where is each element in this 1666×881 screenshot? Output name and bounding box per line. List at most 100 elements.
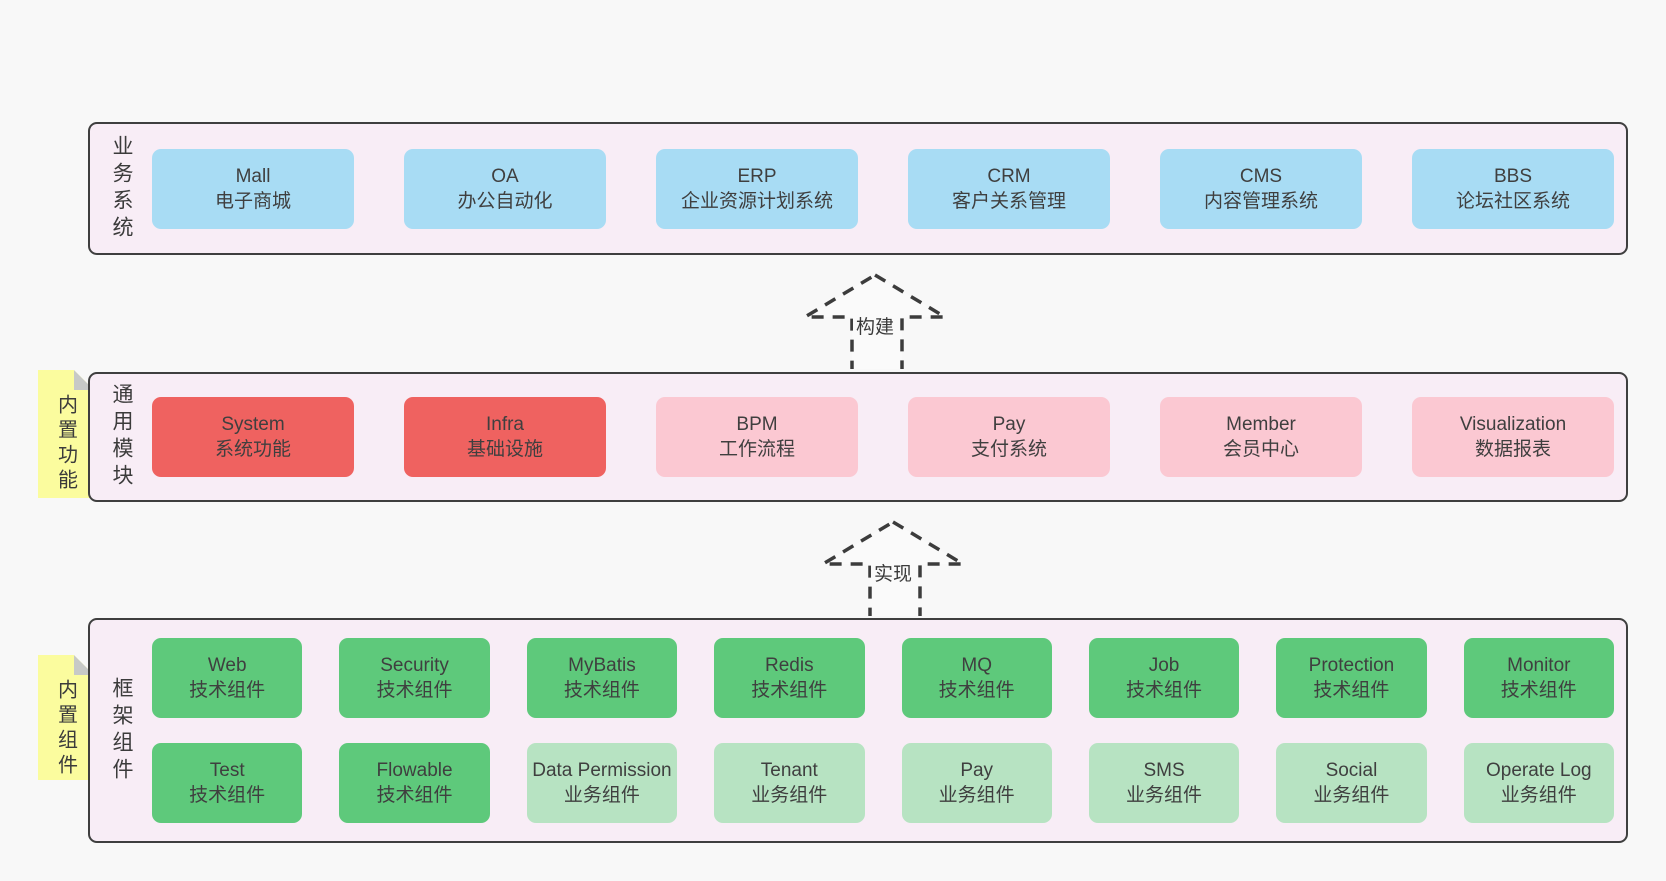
box-subtitle: 技术组件 bbox=[1500, 680, 1577, 701]
component-box-pay: Pay 业务组件 bbox=[901, 743, 1052, 823]
component-box-security: Security 技术组件 bbox=[339, 638, 490, 718]
layer-business-systems: 业务系统 Mall 电子商城 OA 办公自动化 ERP 企业资源计划系统 CRM… bbox=[88, 122, 1628, 255]
component-box-web: Web 技术组件 bbox=[152, 638, 303, 718]
component-box-data-permission: Data Permission 业务组件 bbox=[526, 743, 678, 823]
box-subtitle: 基础设施 bbox=[466, 439, 543, 460]
box-title: MyBatis bbox=[568, 655, 636, 676]
component-box-flowable: Flowable 技术组件 bbox=[339, 743, 490, 823]
box-title: Test bbox=[209, 760, 245, 781]
component-box-protection: Protection 技术组件 bbox=[1276, 638, 1427, 718]
component-box-mybatis: MyBatis 技术组件 bbox=[526, 638, 678, 718]
module-box-system: System 系统功能 bbox=[152, 397, 354, 477]
box-subtitle: 数据报表 bbox=[1474, 439, 1551, 460]
business-box-oa: OA 办公自动化 bbox=[404, 148, 606, 229]
box-title: Visualization bbox=[1459, 414, 1567, 435]
business-box-bbs: BBS 论坛社区系统 bbox=[1412, 148, 1614, 229]
module-box-member: Member 会员中心 bbox=[1160, 397, 1362, 477]
box-title: Social bbox=[1325, 760, 1378, 781]
box-subtitle: 技术组件 bbox=[189, 680, 266, 701]
component-box-sms: SMS 业务组件 bbox=[1088, 743, 1240, 823]
box-subtitle: 支付系统 bbox=[970, 439, 1047, 460]
layer-label-business: 业务系统 bbox=[110, 134, 133, 243]
layer-label-modules: 通用模块 bbox=[110, 383, 133, 491]
module-box-bpm: BPM 工作流程 bbox=[656, 397, 858, 477]
box-title: BBS bbox=[1493, 165, 1533, 187]
box-title: SMS bbox=[1143, 760, 1185, 781]
box-title: Operate Log bbox=[1485, 760, 1592, 781]
module-boxes: System 系统功能 Infra 基础设施 BPM 工作流程 Pay 支付系统… bbox=[152, 374, 1626, 500]
component-box-social: Social 业务组件 bbox=[1276, 743, 1427, 823]
box-title: Security bbox=[380, 655, 449, 676]
box-title: BPM bbox=[736, 414, 778, 435]
box-subtitle: 企业资源计划系统 bbox=[680, 190, 833, 212]
box-subtitle: 技术组件 bbox=[563, 680, 640, 701]
box-title: OA bbox=[491, 165, 519, 187]
note-text: 内置功能 bbox=[54, 394, 77, 494]
business-box-cms: CMS 内容管理系统 bbox=[1160, 148, 1362, 229]
module-box-infra: Infra 基础设施 bbox=[404, 397, 606, 477]
component-row-2: Test 技术组件 Flowable 技术组件 Data Permission … bbox=[152, 743, 1614, 823]
box-subtitle: 技术组件 bbox=[751, 680, 828, 701]
note-built-in-components: 内置组件 bbox=[38, 655, 94, 780]
box-subtitle: 技术组件 bbox=[376, 785, 453, 806]
box-title: Tenant bbox=[760, 760, 818, 781]
box-subtitle: 系统功能 bbox=[214, 439, 291, 460]
box-title: ERP bbox=[737, 165, 777, 187]
component-rows: Web 技术组件 Security 技术组件 MyBatis 技术组件 Redi… bbox=[152, 620, 1626, 841]
component-box-job: Job 技术组件 bbox=[1088, 638, 1240, 718]
box-title: Web bbox=[207, 655, 247, 676]
component-box-tenant: Tenant 业务组件 bbox=[714, 743, 865, 823]
box-subtitle: 业务组件 bbox=[1500, 785, 1577, 806]
box-title: Job bbox=[1148, 655, 1180, 676]
box-subtitle: 业务组件 bbox=[938, 785, 1015, 806]
box-subtitle: 业务组件 bbox=[1126, 785, 1203, 806]
implement-arrow: 实现 bbox=[820, 519, 966, 616]
component-row-1: Web 技术组件 Security 技术组件 MyBatis 技术组件 Redi… bbox=[152, 638, 1614, 718]
box-title: Member bbox=[1226, 414, 1296, 435]
business-box-erp: ERP 企业资源计划系统 bbox=[656, 148, 858, 229]
box-subtitle: 技术组件 bbox=[376, 680, 453, 701]
implement-arrow-label: 实现 bbox=[870, 559, 916, 586]
box-title: CRM bbox=[987, 165, 1031, 187]
box-title: Data Permission bbox=[532, 760, 672, 781]
build-arrow: 构建 bbox=[802, 272, 948, 369]
layer-framework-components: 框架组件 Web 技术组件 Security 技术组件 MyBatis 技术组件… bbox=[88, 618, 1628, 843]
box-title: CMS bbox=[1239, 165, 1283, 187]
box-title: System bbox=[221, 414, 285, 435]
box-subtitle: 技术组件 bbox=[189, 785, 266, 806]
business-box-mall: Mall 电子商城 bbox=[152, 148, 354, 229]
box-title: Redis bbox=[765, 655, 814, 676]
box-subtitle: 工作流程 bbox=[718, 439, 795, 460]
box-subtitle: 业务组件 bbox=[1313, 785, 1390, 806]
box-subtitle: 客户关系管理 bbox=[951, 190, 1066, 212]
note-built-in-features: 内置功能 bbox=[38, 370, 94, 498]
box-title: Infra bbox=[485, 414, 525, 435]
box-subtitle: 技术组件 bbox=[1126, 680, 1203, 701]
business-boxes: Mall 电子商城 OA 办公自动化 ERP 企业资源计划系统 CRM 客户关系… bbox=[152, 124, 1626, 253]
box-subtitle: 业务组件 bbox=[751, 785, 828, 806]
box-title: Pay bbox=[960, 760, 994, 781]
component-box-operate-log: Operate Log 业务组件 bbox=[1463, 743, 1614, 823]
module-box-pay: Pay 支付系统 bbox=[908, 397, 1110, 477]
component-box-redis: Redis 技术组件 bbox=[714, 638, 865, 718]
business-box-crm: CRM 客户关系管理 bbox=[908, 148, 1110, 229]
layer-common-modules: 通用模块 System 系统功能 Infra 基础设施 BPM 工作流程 Pay… bbox=[88, 372, 1628, 502]
box-title: Pay bbox=[992, 414, 1026, 435]
note-text: 内置组件 bbox=[54, 679, 77, 779]
box-title: Monitor bbox=[1507, 655, 1571, 676]
layer-label-components: 框架组件 bbox=[110, 676, 133, 785]
component-box-monitor: Monitor 技术组件 bbox=[1463, 638, 1614, 718]
box-subtitle: 技术组件 bbox=[1313, 680, 1390, 701]
box-title: Mall bbox=[235, 165, 271, 187]
box-subtitle: 会员中心 bbox=[1222, 439, 1299, 460]
box-subtitle: 业务组件 bbox=[563, 785, 640, 806]
box-subtitle: 技术组件 bbox=[938, 680, 1015, 701]
component-box-test: Test 技术组件 bbox=[152, 743, 303, 823]
box-title: Flowable bbox=[376, 760, 453, 781]
box-subtitle: 论坛社区系统 bbox=[1455, 190, 1570, 212]
box-title: MQ bbox=[961, 655, 992, 676]
module-box-visualization: Visualization 数据报表 bbox=[1412, 397, 1614, 477]
box-subtitle: 电子商城 bbox=[214, 190, 291, 212]
box-subtitle: 内容管理系统 bbox=[1203, 190, 1318, 212]
